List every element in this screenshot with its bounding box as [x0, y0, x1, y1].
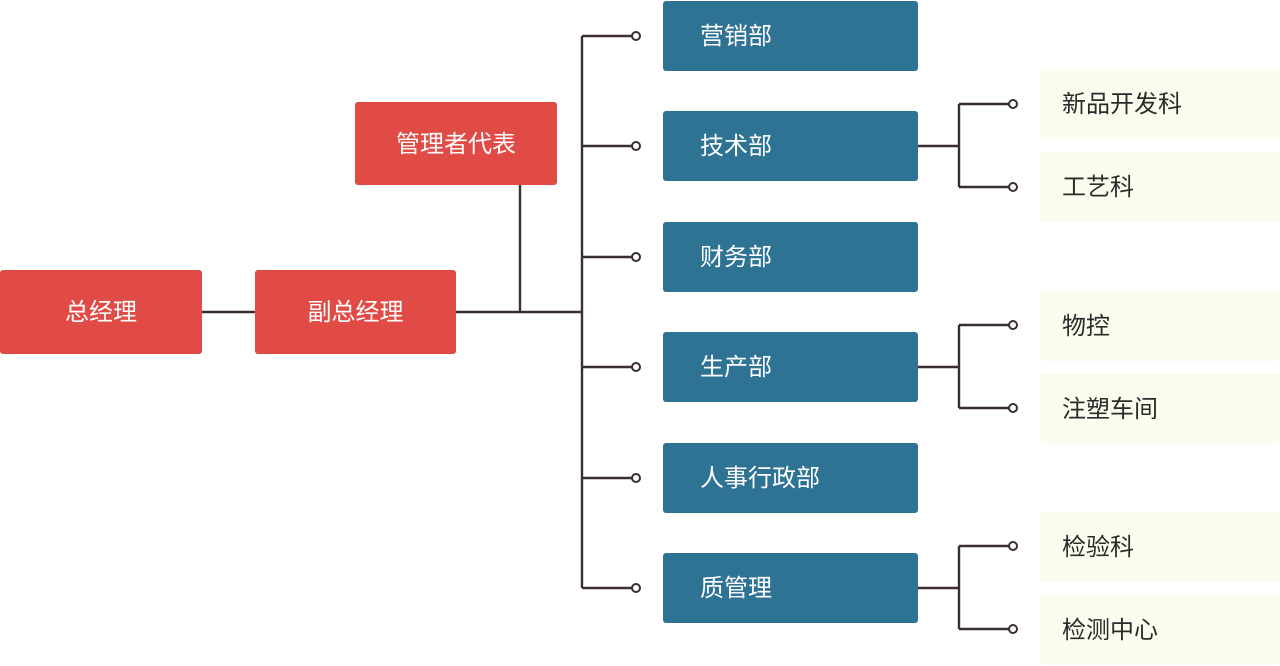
section-box-process: 工艺科	[1040, 152, 1280, 222]
branch-end-dot	[631, 31, 641, 41]
general-manager-label: 总经理	[65, 298, 137, 326]
department-box-technology: 技术部	[663, 111, 918, 181]
general-manager-box: 总经理	[0, 270, 202, 354]
department-box-quality: 质管理	[663, 553, 918, 623]
department-label: 生产部	[700, 353, 772, 381]
section-end-dot	[1008, 182, 1018, 192]
section-end-dot	[1008, 541, 1018, 551]
department-label: 人事行政部	[700, 464, 820, 492]
section-box-testing-center: 检测中心	[1040, 595, 1280, 665]
department-label: 财务部	[700, 243, 772, 271]
branch-end-dot	[631, 252, 641, 262]
branch-end-dot	[631, 473, 641, 483]
department-box-hr-admin: 人事行政部	[663, 443, 918, 513]
section-label: 物控	[1062, 312, 1110, 340]
branch-end-dot	[631, 362, 641, 372]
section-end-dot	[1008, 99, 1018, 109]
department-label: 技术部	[700, 132, 772, 160]
department-label: 质管理	[700, 574, 772, 602]
department-box-finance: 财务部	[663, 222, 918, 292]
section-label: 工艺科	[1062, 173, 1134, 201]
section-label: 检测中心	[1062, 616, 1158, 644]
management-representative-label: 管理者代表	[396, 129, 516, 158]
section-box-injection-workshop: 注塑车间	[1040, 374, 1280, 444]
branch-end-dot	[631, 141, 641, 151]
management-representative-box: 管理者代表	[355, 102, 557, 185]
section-end-dot	[1008, 624, 1018, 634]
department-box-production: 生产部	[663, 332, 918, 402]
section-box-new-product-development: 新品开发科	[1040, 69, 1280, 139]
section-end-dot	[1008, 320, 1018, 330]
deputy-general-manager-label: 副总经理	[307, 298, 404, 326]
department-label: 营销部	[700, 22, 772, 50]
department-box-marketing: 营销部	[663, 1, 918, 71]
section-box-inspection: 检验科	[1040, 512, 1280, 582]
section-box-material-control: 物控	[1040, 291, 1280, 361]
branch-end-dot	[631, 583, 641, 593]
section-label: 新品开发科	[1062, 90, 1182, 118]
section-label: 注塑车间	[1062, 395, 1158, 423]
section-label: 检验科	[1062, 533, 1134, 561]
deputy-general-manager-box: 副总经理	[255, 270, 456, 354]
section-end-dot	[1008, 403, 1018, 413]
